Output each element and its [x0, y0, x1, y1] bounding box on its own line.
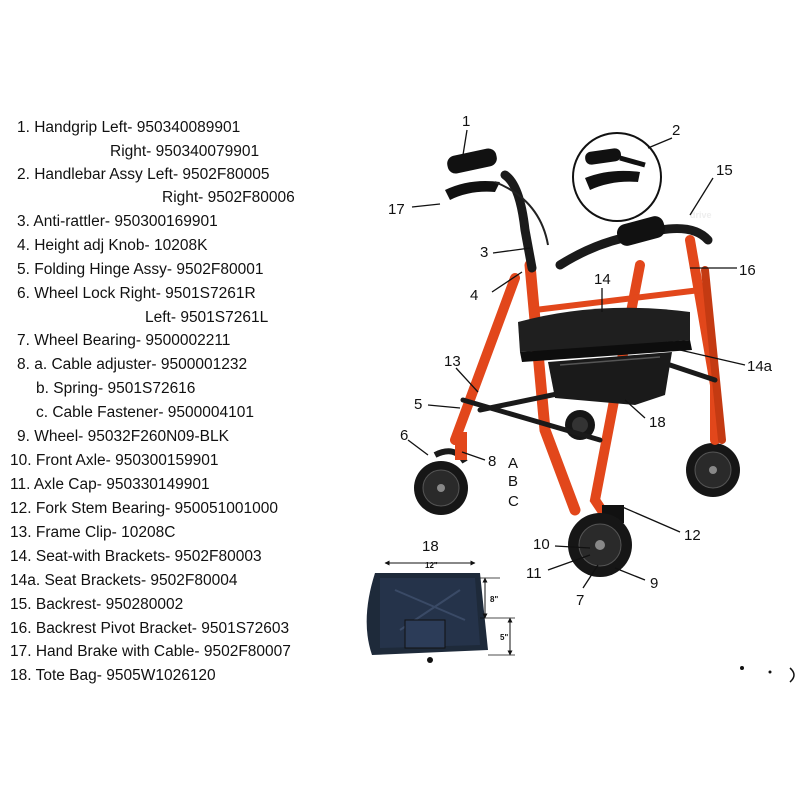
callout-9: 9 — [650, 575, 658, 592]
callout-14a: 14a — [747, 358, 773, 375]
part-16: 16. Backrest Pivot Bracket- 9501S72603 — [10, 620, 290, 637]
bag-height-side-label: 5" — [500, 633, 508, 642]
bag-height-top-label: 8" — [490, 595, 498, 604]
callout-16: 16 — [739, 262, 756, 279]
leader-lines — [407, 129, 746, 589]
callout-12: 12 — [684, 527, 701, 544]
part-17: 17. Hand Brake with Cable- 9502F80007 — [10, 643, 291, 660]
callout-3: 3 — [480, 244, 488, 261]
part-5: 5. Folding Hinge Assy- 9502F80001 — [17, 261, 264, 278]
tote-bag — [548, 352, 672, 405]
left-handlebar — [445, 148, 549, 273]
brand-label: drive — [690, 210, 712, 220]
callout-2: 2 — [672, 122, 680, 139]
part-11: 11. Axle Cap- 950330149901 — [10, 476, 210, 493]
callout-8: 8 — [488, 453, 496, 470]
part-9: 9. Wheel- 95032F260N09-BLK — [17, 428, 229, 445]
part-8b: b. Spring- 9501S72616 — [36, 380, 196, 397]
part-3: 3. Anti-rattler- 950300169901 — [17, 213, 218, 230]
part-15: 15. Backrest- 950280002 — [10, 596, 184, 613]
rear-left-wheel — [568, 505, 632, 577]
callout-1: 1 — [462, 113, 470, 130]
backrest: drive — [555, 210, 713, 270]
tote-bag-detail: 12" 8" 5" — [366, 560, 515, 663]
callout-4: 4 — [470, 287, 478, 304]
bag-width-label: 12" — [425, 561, 438, 570]
callout-18-bag: 18 — [422, 538, 439, 555]
part-7: 7. Wheel Bearing- 9500002211 — [17, 332, 231, 349]
callout-B: B — [508, 473, 518, 490]
callout-A: A — [508, 455, 518, 472]
front-left-wheel — [414, 432, 468, 515]
callout-7: 7 — [576, 592, 584, 609]
callout-14: 14 — [594, 271, 611, 288]
stray-marks — [740, 666, 795, 683]
part-12: 12. Fork Stem Bearing- 950051001000 — [10, 500, 278, 517]
part-14: 14. Seat-with Brackets- 9502F80003 — [10, 548, 262, 565]
part-10: 10. Front Axle- 950300159901 — [10, 452, 219, 469]
callout-18: 18 — [649, 414, 666, 431]
callout-11: 11 — [526, 565, 542, 582]
parts-list: 1. Handgrip Left- 950340089901 Right- 95… — [0, 0, 340, 800]
part-8c: c. Cable Fastener- 9500004101 — [36, 404, 255, 421]
callout-6: 6 — [400, 427, 408, 444]
part-1-right: Right- 950340079901 — [110, 143, 260, 160]
callout-15: 15 — [716, 162, 733, 179]
part-18: 18. Tote Bag- 9505W1026120 — [10, 667, 216, 684]
part-6-left: Left- 9501S7261L — [145, 309, 269, 326]
callout-10: 10 — [533, 536, 550, 553]
callout-labels: 1 2 15 17 3 4 16 14 14a 13 5 18 6 8 A B … — [388, 113, 773, 609]
rear-right-wheel — [686, 443, 740, 497]
callout-17: 17 — [388, 201, 405, 218]
handlebar-detail-circle — [572, 132, 662, 222]
part-8a: 8. a. Cable adjuster- 9500001232 — [17, 356, 248, 373]
part-6-right: 6. Wheel Lock Right- 9501S7261R — [17, 285, 256, 302]
seat — [518, 307, 692, 362]
part-13: 13. Frame Clip- 10208C — [10, 524, 176, 541]
part-14a: 14a. Seat Brackets- 9502F80004 — [10, 572, 238, 589]
part-2-left: 2. Handlebar Assy Left- 9502F80005 — [17, 166, 270, 183]
callout-13: 13 — [444, 353, 461, 370]
part-4: 4. Height adj Knob- 10208K — [17, 237, 208, 254]
part-2-right: Right- 9502F80006 — [162, 189, 295, 206]
callout-5: 5 — [414, 396, 422, 413]
callout-C: C — [508, 493, 519, 510]
part-1-left: 1. Handgrip Left- 950340089901 — [17, 119, 241, 136]
